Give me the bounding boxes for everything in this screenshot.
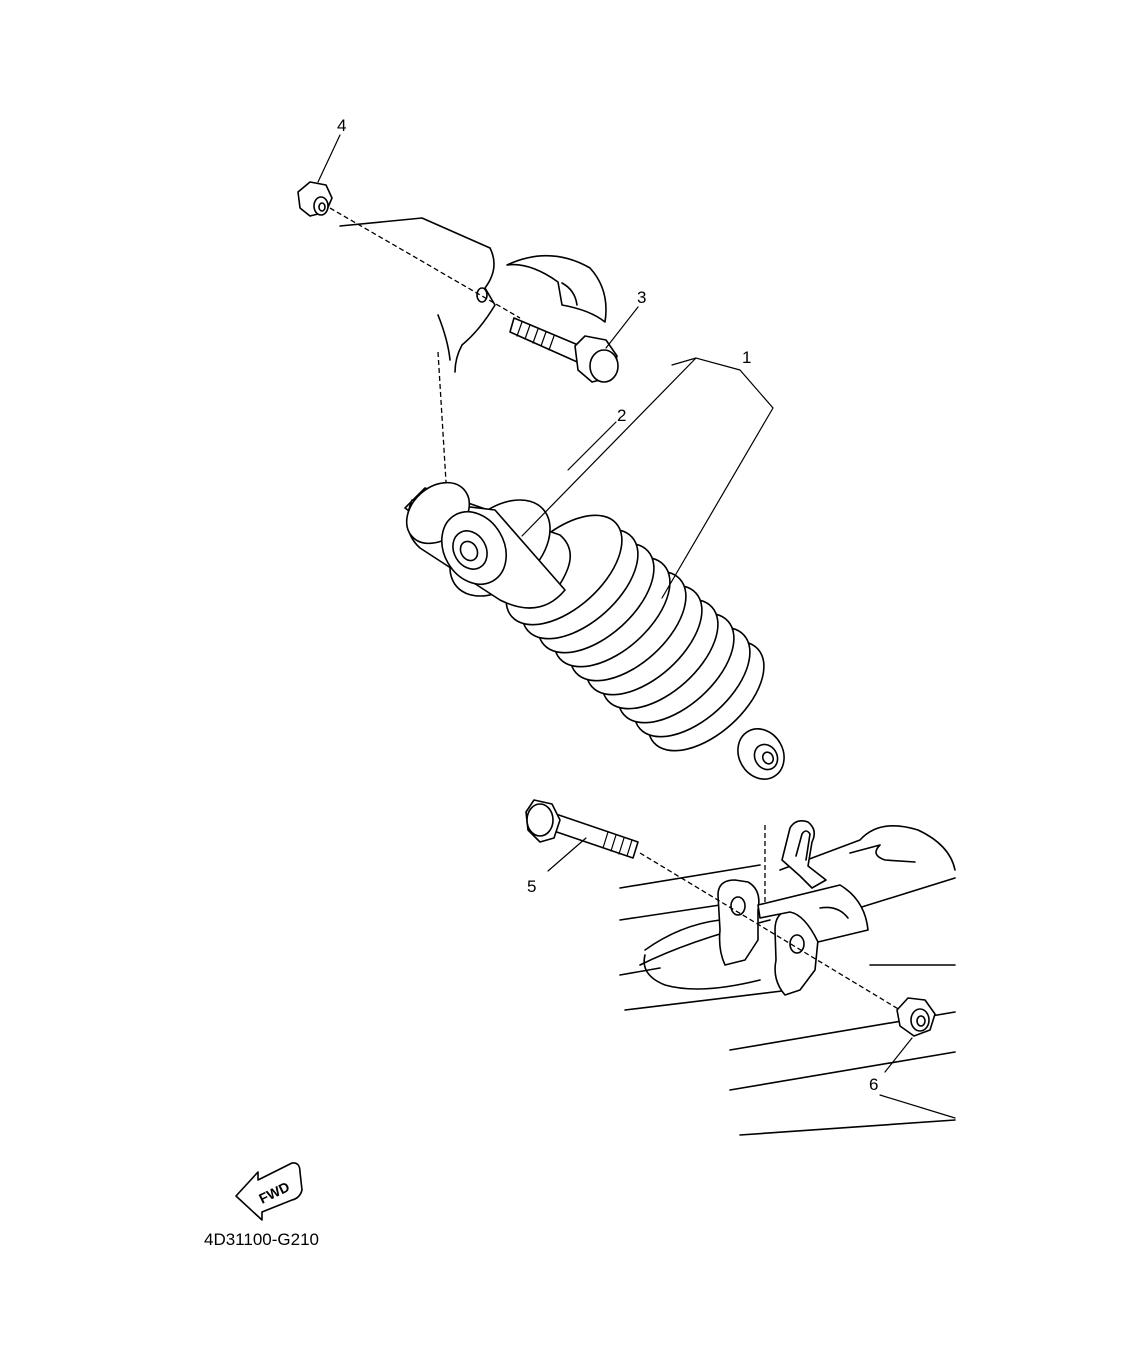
leader-lines [317, 134, 913, 1073]
diagram-code: 4D31100-G210 [204, 1230, 319, 1249]
part-1-rear-shock-absorber [404, 481, 785, 780]
upper-vertical-guide [437, 351, 447, 483]
fwd-arrow-icon: FWD [235, 1162, 303, 1221]
callout-1: 1 [742, 348, 751, 367]
callout-3: 3 [637, 288, 646, 307]
part-6-nut [896, 997, 936, 1037]
callout-5: 5 [527, 877, 536, 896]
part-2-sleeve [506, 254, 607, 323]
part-5-bolt [525, 799, 639, 859]
upper-frame-bracket [339, 217, 496, 373]
callout-2: 2 [617, 406, 626, 425]
callout-6: 6 [869, 1075, 878, 1094]
lower-mount-axis-line [639, 852, 901, 1011]
swingarm-lower-bracket [619, 820, 956, 1136]
callout-4: 4 [337, 116, 346, 135]
part-4-nut [297, 181, 333, 217]
part-3-bolt [509, 317, 619, 383]
upper-mount-axis-line [329, 207, 521, 319]
